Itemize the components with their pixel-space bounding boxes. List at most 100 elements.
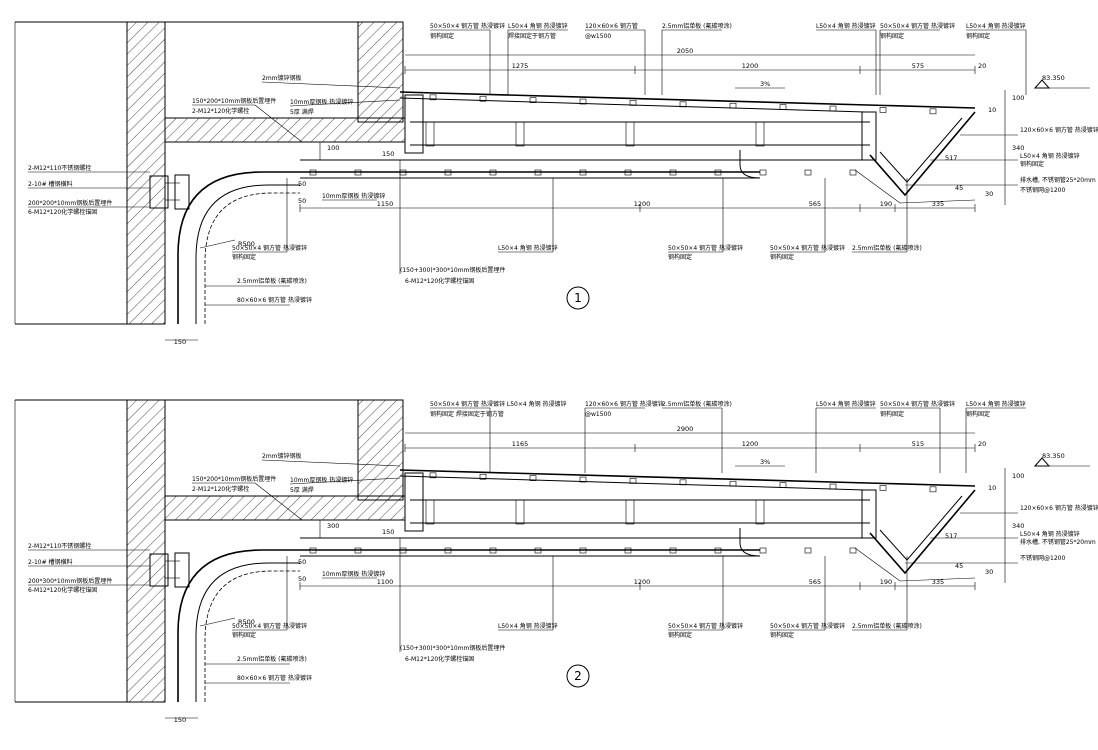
clip bbox=[534, 547, 542, 554]
bottom-callout: L50×4 角钢 热浸镀锌 bbox=[498, 244, 558, 252]
concrete-wall-left bbox=[126, 21, 166, 325]
dim-bottom-1: 1150 bbox=[377, 200, 394, 208]
mid-callout: 2mm镀锌钢板 bbox=[262, 74, 302, 82]
top-callout: L50×4 角钢 热浸镀锌 bbox=[508, 22, 568, 30]
clip bbox=[309, 547, 317, 554]
wall-callout: 2-M12*110不锈钢螺栓 bbox=[28, 164, 91, 172]
clip bbox=[529, 97, 537, 103]
bottom-callout-sub: 钢构固定 bbox=[232, 253, 256, 261]
clip bbox=[629, 100, 637, 106]
clip bbox=[429, 94, 437, 101]
right-dim: 10 bbox=[988, 106, 996, 114]
clip bbox=[679, 101, 687, 108]
small-dim: 50 bbox=[298, 180, 306, 188]
curved-panel-inner bbox=[195, 184, 300, 324]
end-post bbox=[861, 489, 877, 539]
right-dim: 30 bbox=[985, 568, 993, 576]
clip bbox=[759, 169, 767, 176]
wall-callout: 200*300*10mm钢板后置埋件 bbox=[28, 577, 112, 585]
clip bbox=[489, 169, 497, 176]
dim-bottom-4: 190 bbox=[880, 578, 892, 586]
dim-top-3: 515 bbox=[912, 440, 924, 448]
mid-leader bbox=[254, 104, 303, 143]
vertical-post bbox=[625, 499, 635, 525]
right-dim: 517 bbox=[945, 154, 957, 162]
gutter-base bbox=[854, 547, 976, 582]
room-outline bbox=[164, 399, 359, 497]
mid-callout: 2mm镀锌钢板 bbox=[262, 452, 302, 460]
top-callout-sub: @w1500 bbox=[585, 411, 611, 418]
drip-edge bbox=[739, 528, 761, 557]
right-dim: 340 bbox=[1012, 144, 1024, 152]
mid-callout: 150*200*10mm钢板后置埋件 bbox=[192, 475, 276, 483]
bottom-callout-sub: 钢构固定 bbox=[668, 253, 692, 261]
top-callout: 50×50×4 钢方管 热浸镀锌 bbox=[880, 400, 955, 408]
clip bbox=[444, 169, 452, 176]
dim-top-4: 20 bbox=[978, 440, 986, 448]
clip bbox=[624, 169, 632, 176]
dim-bottom-3: 565 bbox=[809, 578, 821, 586]
dim-top-1: 1165 bbox=[512, 440, 529, 448]
detail-number: 1 bbox=[574, 291, 582, 305]
gutter-outer bbox=[869, 111, 976, 197]
dim-top-2: 1200 bbox=[742, 440, 759, 448]
radius-label: R500 bbox=[238, 618, 255, 626]
bottom-callout-sub: 钢构固定 bbox=[668, 631, 692, 639]
clip bbox=[479, 473, 487, 480]
dim-top-overall: 2050 bbox=[677, 47, 694, 55]
bottom-callout: 2.5mm铝单板 (氟碳喷涂) bbox=[852, 244, 922, 252]
top-callout-sub: 钢构固定 bbox=[880, 32, 904, 40]
mid-callout: 2-M12*120化学螺栓 bbox=[192, 485, 249, 493]
wall-callout: 6-M12*120化学螺栓锚固 bbox=[28, 586, 97, 594]
clip bbox=[579, 547, 587, 554]
curved-panel-outer bbox=[177, 549, 300, 702]
vertical-post bbox=[515, 499, 525, 525]
mid-callout: 5厚 满焊 bbox=[290, 108, 314, 116]
right-callout: 钢构固定 bbox=[1020, 160, 1044, 168]
base-dim: 150 bbox=[174, 716, 186, 724]
vert-callout: 2.5mm铝单板 (氟碳喷涂) bbox=[237, 277, 307, 285]
end-post bbox=[861, 111, 877, 161]
wall-callout: 2-M12*110不锈钢螺栓 bbox=[28, 542, 91, 550]
dim-top-4: 20 bbox=[978, 62, 986, 70]
top-callout: 2.5mm铝单板 (氟碳喷涂) bbox=[662, 22, 732, 30]
concrete-wall-left bbox=[126, 399, 166, 703]
curved-panel-frame bbox=[204, 192, 300, 324]
embed-callout-sub: 6-M12*120化学螺栓锚固 bbox=[405, 655, 474, 663]
right-callout: 排水槽, 不锈钢管25*20mm bbox=[1020, 176, 1096, 184]
mid-callout: 10mm厚钢板 热浸镀锌 bbox=[290, 476, 353, 484]
clip bbox=[669, 169, 677, 176]
small-dim: 50 bbox=[298, 558, 306, 566]
concrete-column bbox=[357, 399, 404, 501]
bottom-callout: 10mm厚钢板 热浸镀锌 bbox=[322, 192, 385, 200]
embed-callout: (150+300)*300*10mm钢板后置埋件 bbox=[400, 266, 505, 274]
clip bbox=[759, 547, 767, 554]
top-callout: 50×50×4 钢方管 热浸镀锌 L50×4 角钢 热浸镀锌 bbox=[430, 400, 567, 408]
right-dim: 340 bbox=[1012, 522, 1024, 530]
elevation-value: 83.350 bbox=[1042, 74, 1065, 82]
gutter-outer bbox=[869, 489, 976, 575]
top-callout-sub: 焊接固定于钢方管 bbox=[508, 32, 556, 40]
clip bbox=[879, 485, 887, 491]
top-callout: 120×60×6 钢方管 bbox=[585, 22, 638, 30]
clip bbox=[354, 547, 362, 554]
column-bracket bbox=[404, 472, 424, 532]
radius-leader bbox=[199, 617, 236, 627]
bottom-callout: 50×50×4 钢方管 热浸镀锌 bbox=[668, 244, 743, 252]
top-callout-sub: 钢构固定 bbox=[966, 32, 990, 40]
wall-callout: 6-M12*120化学螺栓锚固 bbox=[28, 208, 97, 216]
curved-panel-frame bbox=[204, 570, 300, 702]
bottom-callout-sub: 钢构固定 bbox=[232, 631, 256, 639]
clip bbox=[669, 547, 677, 554]
vertical-post bbox=[755, 121, 765, 147]
column-bracket bbox=[404, 94, 424, 154]
embed-callout-sub: 6-M12*120化学螺栓锚固 bbox=[405, 277, 474, 285]
room-outline bbox=[164, 21, 359, 119]
clip bbox=[714, 547, 722, 554]
wall-callout: 2-10# 槽钢横料 bbox=[28, 558, 73, 566]
clip bbox=[579, 98, 587, 105]
vertical-post bbox=[425, 121, 435, 147]
clip bbox=[489, 547, 497, 554]
